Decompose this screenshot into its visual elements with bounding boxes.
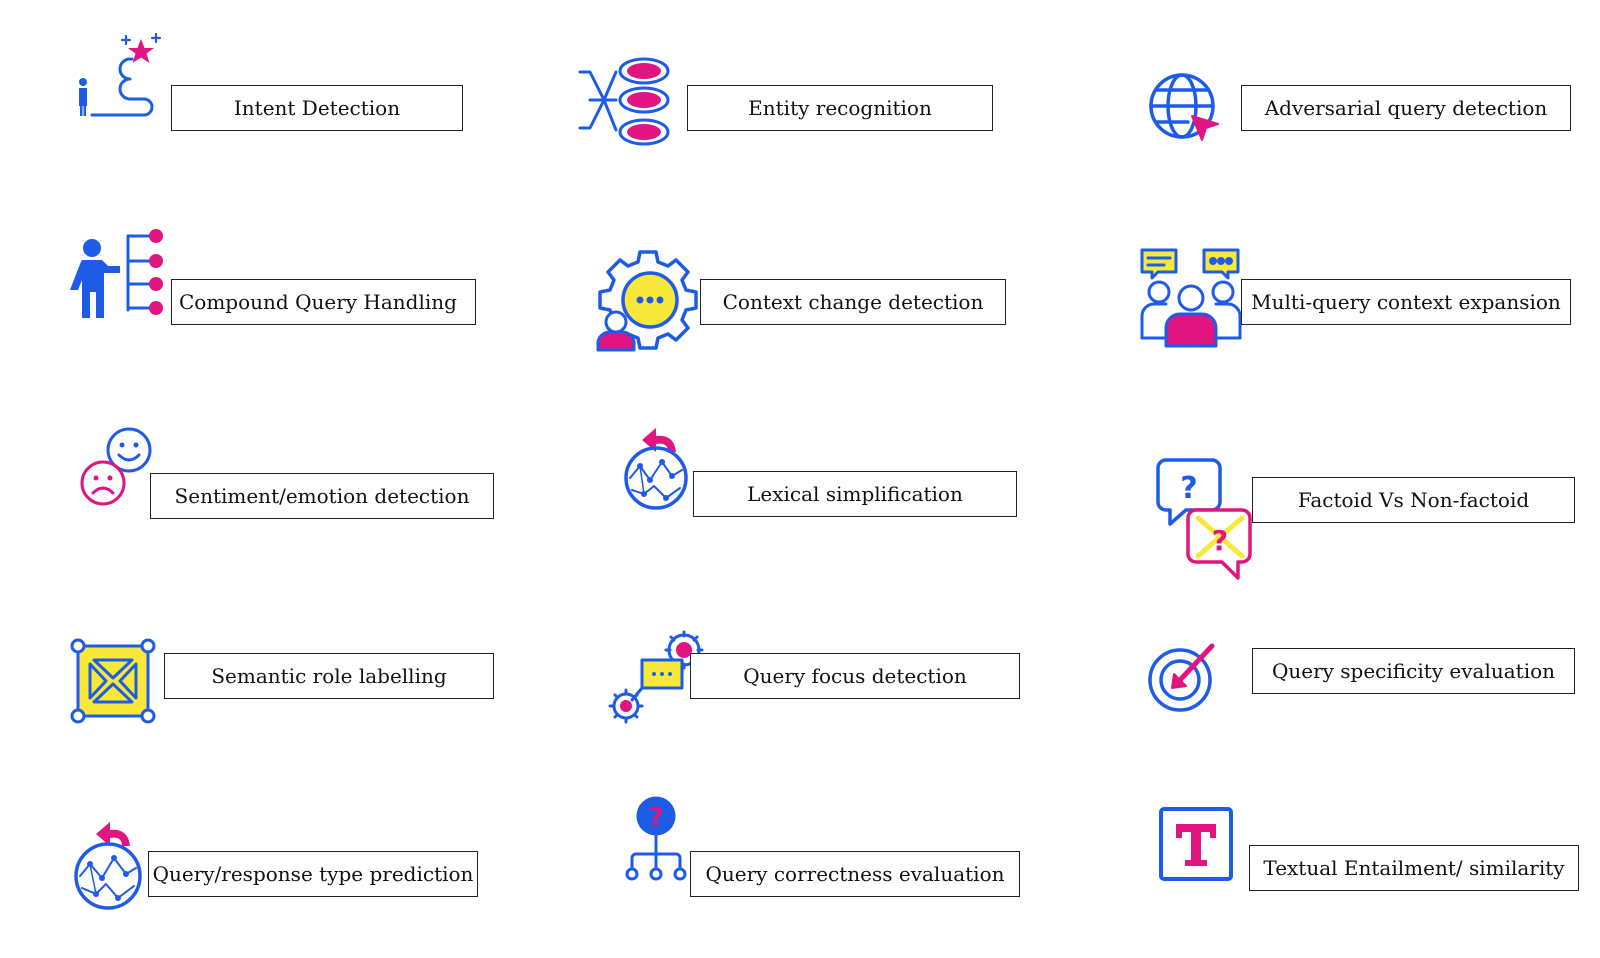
svg-text:?: ? bbox=[1180, 471, 1197, 506]
capability-label: Lexical simplification bbox=[693, 471, 1017, 517]
capability-label: Query/response type prediction bbox=[148, 851, 478, 897]
capability-label: Compound Query Handling bbox=[171, 279, 476, 325]
capability-label: Sentiment/emotion detection bbox=[150, 473, 494, 519]
capability-label: Intent Detection bbox=[171, 85, 463, 131]
capability-label: Textual Entailment/ similarity bbox=[1249, 845, 1579, 891]
presenter-nodes-icon bbox=[68, 228, 166, 326]
target-arrow-icon bbox=[1148, 640, 1220, 712]
capability-label: Semantic role labelling bbox=[164, 653, 494, 699]
text-t-icon bbox=[1158, 806, 1234, 882]
network-globe-arrow-icon bbox=[624, 424, 690, 510]
capability-label: Query specificity evaluation bbox=[1252, 648, 1575, 694]
group-chat-icon bbox=[1140, 248, 1242, 348]
svg-text:?: ? bbox=[1212, 524, 1228, 557]
capability-label: Adversarial query detection bbox=[1241, 85, 1571, 131]
question-bubbles-icon: ? ? bbox=[1156, 458, 1252, 582]
happy-sad-faces-icon bbox=[80, 427, 152, 508]
capability-label: Entity recognition bbox=[687, 85, 993, 131]
capability-label: Query focus detection bbox=[690, 653, 1020, 699]
capability-label: Factoid Vs Non-factoid bbox=[1252, 477, 1575, 523]
capability-label: Multi-query context expansion bbox=[1241, 279, 1571, 325]
gears-chat-icon bbox=[608, 630, 708, 726]
globe-cursor-icon bbox=[1148, 72, 1220, 144]
frame-arrows-icon bbox=[70, 638, 156, 724]
capability-label: Query correctness evaluation bbox=[690, 851, 1020, 897]
svg-text:?: ? bbox=[648, 803, 663, 833]
person-path-star-icon bbox=[72, 32, 164, 124]
capability-label: Context change detection bbox=[700, 279, 1006, 325]
network-globe-arrow-icon bbox=[74, 818, 144, 910]
entity-tree-icon bbox=[578, 54, 676, 148]
question-hierarchy-icon: ? bbox=[622, 796, 690, 882]
gear-chat-person-icon bbox=[596, 248, 700, 352]
